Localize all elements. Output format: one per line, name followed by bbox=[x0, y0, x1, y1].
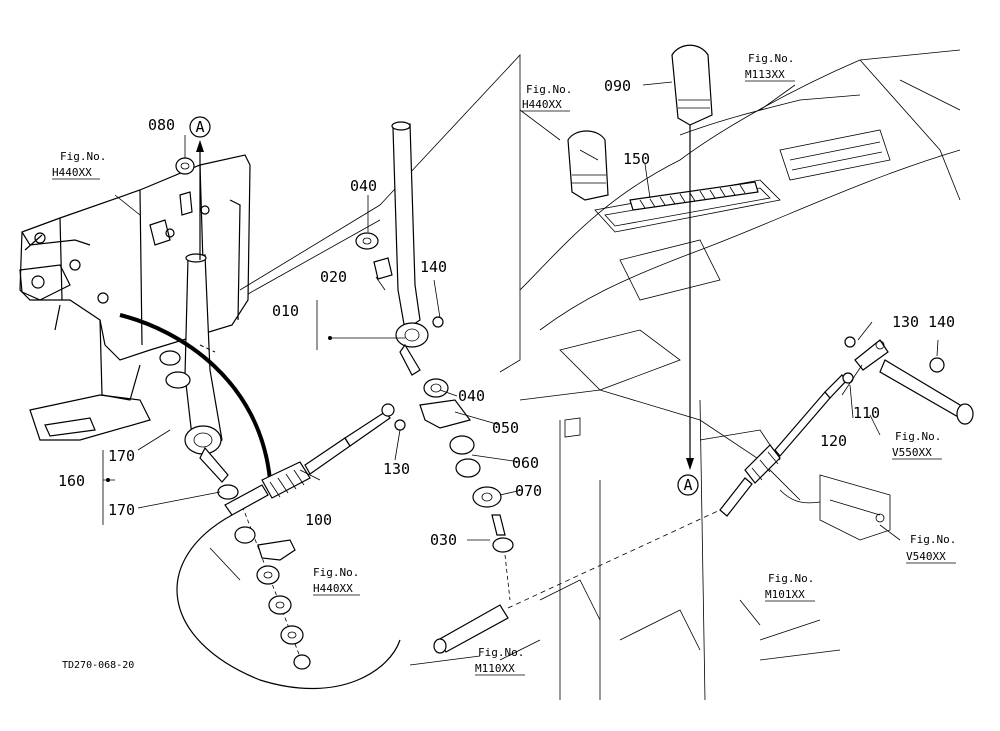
svg-text:M101XX: M101XX bbox=[765, 588, 805, 601]
h440-knob bbox=[567, 130, 609, 201]
left-washer-stack bbox=[234, 499, 311, 671]
label-040-bottom: 040 bbox=[458, 387, 485, 405]
svg-text:H440XX: H440XX bbox=[313, 582, 353, 595]
callout-a-bottom: A bbox=[677, 474, 699, 496]
label-130-right: 130 bbox=[892, 313, 919, 331]
center-plate bbox=[239, 53, 521, 373]
label-010: 010 bbox=[272, 302, 299, 320]
svg-text:M113XX: M113XX bbox=[745, 68, 785, 81]
label-160: 160 bbox=[58, 472, 85, 490]
label-140-right: 140 bbox=[928, 313, 955, 331]
svg-text:Fig.No.: Fig.No. bbox=[748, 52, 794, 65]
svg-text:Fig.No.: Fig.No. bbox=[313, 566, 359, 579]
cable-100 bbox=[176, 403, 401, 690]
label-100: 100 bbox=[305, 511, 332, 529]
left-bracket-assembly bbox=[19, 154, 251, 441]
fig-ref-h440-bottom: Fig.No. H440XX bbox=[313, 566, 360, 596]
svg-text:V540XX: V540XX bbox=[906, 550, 946, 563]
svg-text:Fig.No.: Fig.No. bbox=[910, 533, 956, 546]
lower-link bbox=[433, 509, 721, 654]
drawing-code: TD270-068-20 bbox=[62, 660, 134, 671]
label-040-top: 040 bbox=[350, 177, 377, 195]
svg-text:H440XX: H440XX bbox=[52, 166, 92, 179]
label-150: 150 bbox=[623, 150, 650, 168]
label-170-top: 170 bbox=[108, 447, 135, 465]
label-090: 090 bbox=[604, 77, 631, 95]
leader-lines bbox=[102, 81, 939, 666]
left-lever bbox=[159, 253, 239, 500]
part-080-nut bbox=[175, 140, 204, 260]
center-lever bbox=[355, 121, 444, 376]
fig-ref-v550: Fig.No. V550XX bbox=[892, 430, 942, 460]
lever-path-arc bbox=[119, 313, 272, 481]
callout-a-top: A bbox=[189, 116, 211, 138]
label-080: 080 bbox=[148, 116, 175, 134]
callout-a-bottom-text: A bbox=[683, 476, 692, 494]
svg-text:Fig.No.: Fig.No. bbox=[768, 572, 814, 585]
fig-ref-v540: Fig.No. V540XX bbox=[906, 533, 956, 564]
label-050: 050 bbox=[492, 419, 519, 437]
part-labels: 080 040 020 140 010 040 050 060 070 030 … bbox=[58, 77, 955, 549]
label-070: 070 bbox=[515, 482, 542, 500]
label-170-bottom: 170 bbox=[108, 501, 135, 519]
svg-text:Fig.No.: Fig.No. bbox=[60, 150, 106, 163]
callout-a-top-text: A bbox=[195, 118, 204, 136]
right-console bbox=[519, 49, 961, 701]
svg-text:Fig.No.: Fig.No. bbox=[895, 430, 941, 443]
label-060: 060 bbox=[512, 454, 539, 472]
label-110: 110 bbox=[853, 404, 880, 422]
part-150-plate bbox=[629, 181, 759, 211]
fig-ref-h440-top: Fig.No. H440XX bbox=[522, 83, 572, 112]
fig-ref-h440-left: Fig.No. H440XX bbox=[52, 150, 106, 180]
svg-text:V550XX: V550XX bbox=[892, 446, 932, 459]
right-cable bbox=[719, 336, 974, 517]
svg-text:M110XX: M110XX bbox=[475, 662, 515, 675]
center-washer-stack bbox=[394, 378, 514, 601]
fig-ref-m101: Fig.No. M101XX bbox=[765, 572, 815, 602]
label-030: 030 bbox=[430, 531, 457, 549]
fig-ref-m110: Fig.No. M110XX bbox=[475, 646, 525, 676]
v540-bracket bbox=[819, 474, 891, 541]
fig-ref-m113: Fig.No. M113XX bbox=[745, 52, 795, 82]
label-130-center: 130 bbox=[383, 460, 410, 478]
label-120: 120 bbox=[820, 432, 847, 450]
label-020: 020 bbox=[320, 268, 347, 286]
svg-text:H440XX: H440XX bbox=[522, 98, 562, 111]
part-090-knob bbox=[671, 44, 713, 470]
label-140-left: 140 bbox=[420, 258, 447, 276]
svg-text:Fig.No.: Fig.No. bbox=[478, 646, 524, 659]
svg-text:Fig.No.: Fig.No. bbox=[526, 83, 572, 96]
